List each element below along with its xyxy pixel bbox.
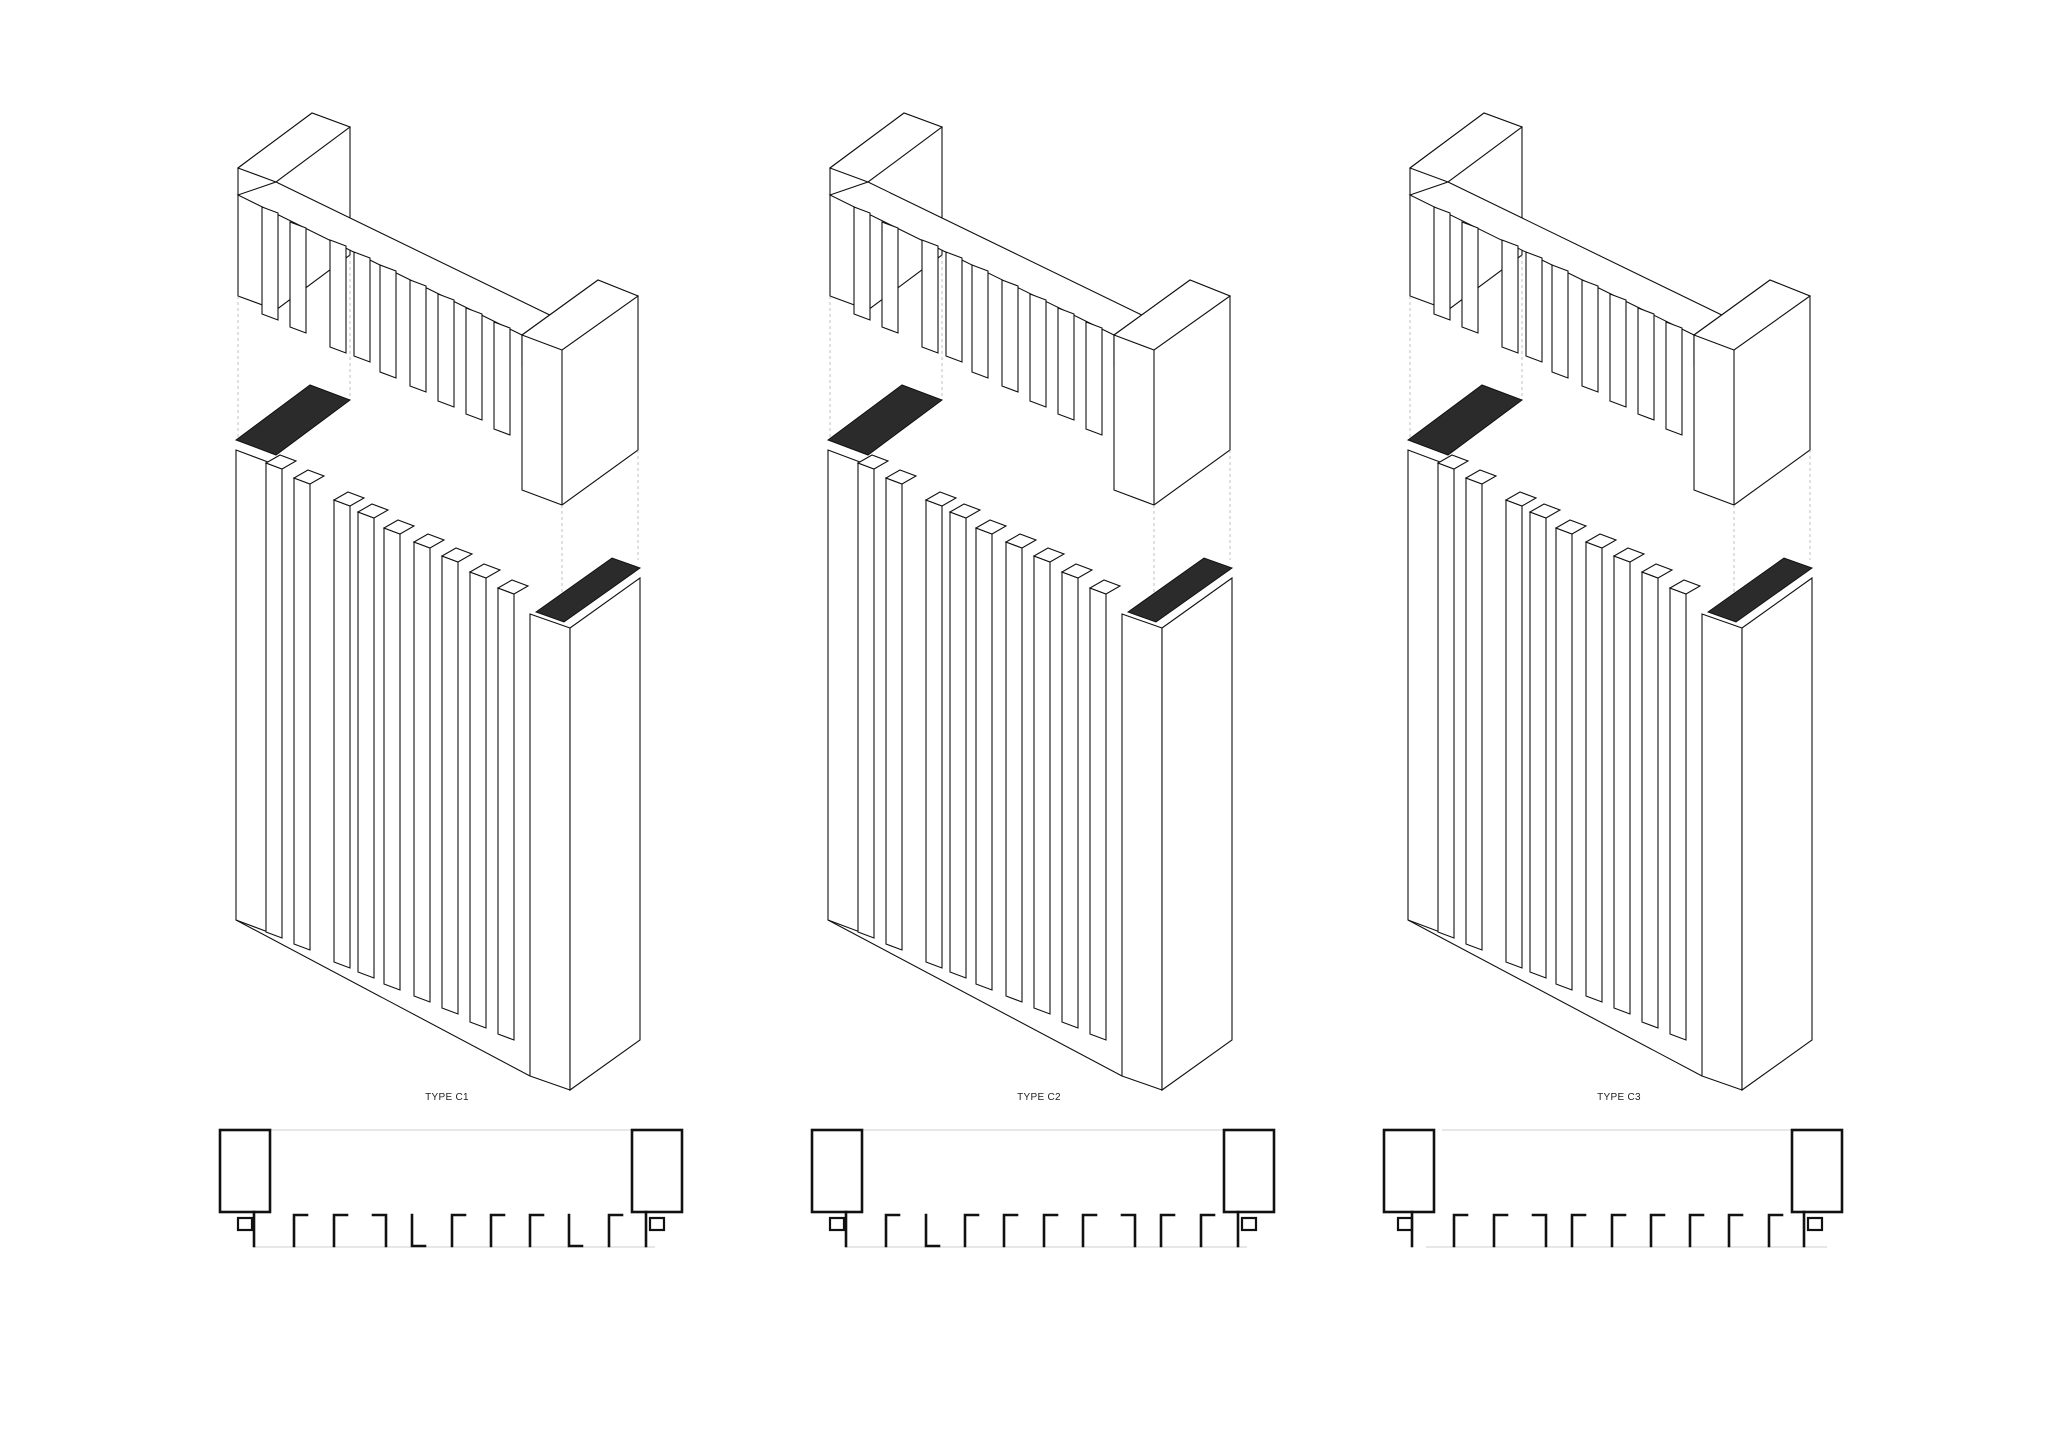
- plan-column-left-c3: [1382, 1128, 1436, 1214]
- cap-right-c1: [534, 557, 642, 623]
- cap-right-c2: [1126, 557, 1234, 623]
- plan-column-right-c1: [630, 1128, 684, 1214]
- panel-type-c3: TYPE C3: [1382, 112, 1844, 1248]
- plan-column-right-c3: [1790, 1128, 1844, 1214]
- lower-fins-c3: [1436, 454, 1702, 1041]
- cap-left-c1: [234, 384, 352, 456]
- lower-fins-c2: [856, 454, 1122, 1041]
- plan-section-c1: [218, 1128, 684, 1248]
- axonometric-lower-c3: [1406, 384, 1814, 1092]
- upper-fins-c1: [261, 206, 511, 436]
- plan-column-left-c2: [810, 1128, 864, 1214]
- plan-column-left-c1: [218, 1128, 272, 1214]
- axonometric-upper-c2: [828, 112, 1232, 600]
- type-label-c3: TYPE C3: [1597, 1092, 1641, 1103]
- plan-fins-c2: [884, 1213, 1216, 1248]
- axonometric-upper-c3: [1408, 112, 1812, 600]
- plan-fins-c3: [1452, 1213, 1784, 1248]
- upper-fins-c3: [1433, 206, 1683, 436]
- upper-fins-c2: [853, 206, 1103, 436]
- cap-right-c3: [1706, 557, 1814, 623]
- type-label-c2: TYPE C2: [1017, 1092, 1061, 1103]
- panel-type-c2: TYPE C2: [810, 112, 1276, 1248]
- panel-type-c1: TYPE C1: [218, 112, 684, 1248]
- plan-fins-c1: [292, 1213, 624, 1248]
- type-label-c1: TYPE C1: [425, 1092, 469, 1103]
- axonometric-upper-c1: [236, 112, 640, 600]
- axonometric-lower-c1: [234, 384, 642, 1092]
- plan-section-c3: [1382, 1128, 1844, 1248]
- cap-left-c2: [826, 384, 944, 456]
- lower-fins-c1: [264, 454, 530, 1041]
- cap-left-c3: [1406, 384, 1524, 456]
- plan-section-c2: [810, 1128, 1276, 1248]
- plan-column-right-c2: [1222, 1128, 1276, 1214]
- axonometric-lower-c2: [826, 384, 1234, 1092]
